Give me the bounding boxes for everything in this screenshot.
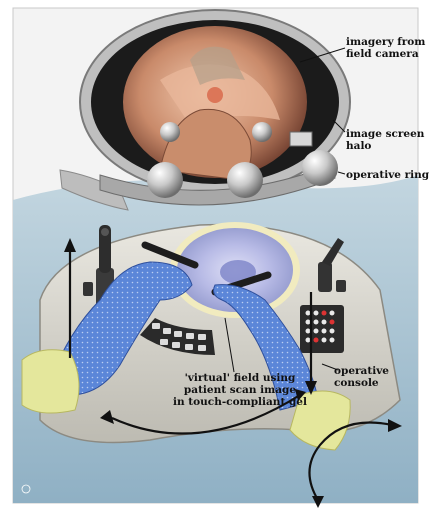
glove-cuff [22,350,79,413]
label-console: operative console [334,365,435,389]
label-ring: operative ring [346,169,429,181]
label-virtual-field: 'virtual' field using patient scan image… [170,372,310,408]
sphere-icon [302,150,338,186]
sphere-icon [252,122,272,142]
label-imagery: imagery from field camera [346,36,425,60]
sphere-icon [227,162,263,198]
sphere-icon [160,122,180,142]
button-panel [300,305,344,353]
label-halo: image screen halo [346,128,424,152]
sphere-icon [147,162,183,198]
